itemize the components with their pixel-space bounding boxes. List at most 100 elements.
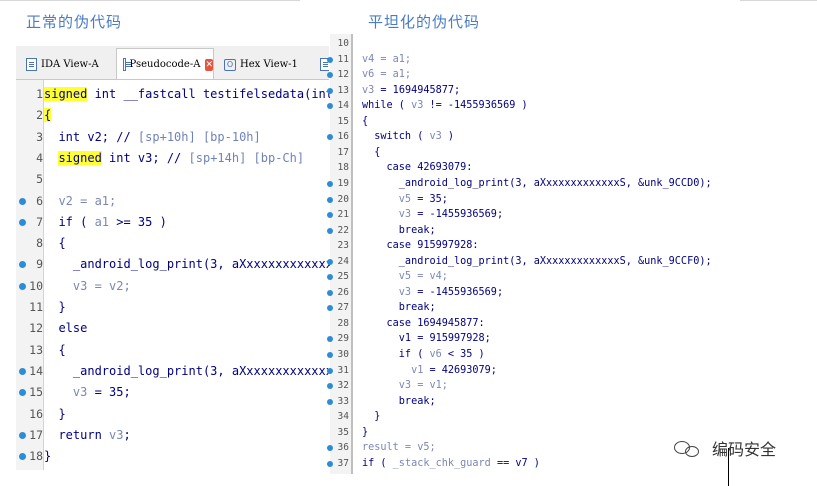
code-text: else bbox=[44, 318, 87, 339]
breakpoint-dot-icon[interactable] bbox=[327, 398, 333, 405]
code-token: >= 35 ) bbox=[109, 214, 167, 229]
line-number: 26 bbox=[337, 286, 349, 298]
breakpoint-dot-icon[interactable] bbox=[327, 352, 333, 358]
code-token: < 35 ) bbox=[441, 349, 485, 360]
code-token: case 915997928: bbox=[362, 240, 479, 252]
code-text: result = v5; bbox=[362, 440, 436, 456]
code-token: } bbox=[362, 411, 381, 423]
breakpoint-dot-icon[interactable] bbox=[327, 212, 333, 219]
breakpoint-dot-icon[interactable] bbox=[19, 453, 26, 461]
breakpoint-dot-icon[interactable] bbox=[19, 367, 26, 375]
code-token: signed bbox=[44, 87, 88, 101]
breakpoint-dot-icon[interactable] bbox=[327, 56, 333, 63]
code-token: v3 = v2; bbox=[44, 278, 131, 293]
breakpoint-dot-icon[interactable] bbox=[327, 460, 333, 467]
line-number: 18 bbox=[337, 162, 349, 174]
breakpoint-dot-icon[interactable] bbox=[19, 261, 26, 269]
code-text: v4 = a1; bbox=[362, 52, 411, 68]
code-token: { bbox=[44, 342, 66, 357]
code-text: v3 = -1455936569; bbox=[362, 207, 503, 223]
code-token bbox=[44, 151, 58, 165]
code-token: v3 = v1; bbox=[362, 380, 448, 392]
tab-pseudocode-a[interactable]: Pseudocode-A ✕ bbox=[116, 48, 214, 79]
code-text: signed int v3; // [sp+14h] [bp-Ch] bbox=[44, 148, 304, 169]
line-number: 3 bbox=[36, 129, 43, 144]
breakpoint-dot-icon[interactable] bbox=[19, 218, 26, 226]
breakpoint-dot-icon[interactable] bbox=[19, 282, 26, 290]
code-token: v2 = a1; bbox=[44, 193, 117, 208]
tab-label: Hex View-1 bbox=[240, 59, 298, 70]
breakpoint-dot-icon[interactable] bbox=[327, 289, 333, 296]
breakpoint-dot-icon[interactable] bbox=[327, 196, 333, 203]
code-token: break; bbox=[362, 395, 436, 407]
breakpoint-dot-icon[interactable] bbox=[327, 87, 333, 94]
left-pseudocode-view[interactable] bbox=[16, 80, 329, 470]
code-text: case 915997928: bbox=[362, 238, 479, 254]
code-token: v3 bbox=[44, 385, 88, 400]
code-token: { bbox=[362, 115, 369, 127]
ida-tab-bar: IDA View-A Pseudocode-A ✕ O Hex View-1 bbox=[16, 46, 329, 80]
line-number: 5 bbox=[36, 172, 43, 187]
code-token: v3 bbox=[411, 100, 424, 112]
breakpoint-dot-icon[interactable] bbox=[327, 72, 333, 79]
code-token: { bbox=[44, 108, 52, 123]
code-text: if ( _stack_chk_guard == v7 ) bbox=[362, 456, 540, 472]
breakpoint-dot-icon[interactable] bbox=[327, 383, 333, 390]
document-icon bbox=[123, 58, 130, 71]
breakpoint-dot-icon[interactable] bbox=[327, 258, 333, 265]
breakpoint-dot-icon[interactable] bbox=[327, 103, 333, 110]
code-text: if ( v6 < 35 ) bbox=[362, 347, 485, 363]
code-text: { bbox=[44, 105, 52, 126]
code-token: v1 = 915997928; bbox=[362, 333, 491, 345]
tab-overflow[interactable] bbox=[314, 50, 329, 79]
line-number: 34 bbox=[337, 411, 349, 423]
code-text: v3 = 1694945877; bbox=[362, 83, 460, 99]
code-token: v6 bbox=[429, 349, 442, 360]
code-token: v3 bbox=[109, 427, 124, 442]
document-icon bbox=[26, 58, 37, 71]
tab-ida-view-a[interactable]: IDA View-A bbox=[20, 50, 99, 79]
breakpoint-dot-icon[interactable] bbox=[19, 389, 26, 397]
code-token: { bbox=[362, 146, 381, 158]
breakpoint-dot-icon[interactable] bbox=[327, 305, 333, 312]
tab-hex-view-1[interactable]: O Hex View-1 bbox=[218, 50, 298, 79]
code-token: return bbox=[44, 427, 110, 442]
code-text: v1 = 42693079; bbox=[362, 363, 497, 379]
top-divider-left bbox=[0, 0, 300, 1]
code-token: = -1455936569; bbox=[411, 209, 504, 221]
code-token: v3 bbox=[429, 131, 442, 143]
breakpoint-dot-icon[interactable] bbox=[327, 367, 333, 374]
line-number: 28 bbox=[337, 317, 349, 329]
code-text: signed int __fastcall testifelsedata(int… bbox=[44, 84, 362, 105]
code-token: [sp+10h] [bp-10h] bbox=[137, 129, 261, 144]
code-token: v5 = v4; bbox=[362, 271, 448, 283]
code-token: case 42693079: bbox=[362, 162, 473, 174]
breakpoint-dot-icon[interactable] bbox=[327, 134, 333, 141]
breakpoint-dot-icon[interactable] bbox=[327, 180, 333, 187]
code-token: if ( bbox=[44, 214, 95, 229]
breakpoint-dot-icon[interactable] bbox=[327, 336, 333, 343]
code-token: case 1694945877: bbox=[362, 317, 485, 329]
breakpoint-dot-icon[interactable] bbox=[327, 227, 333, 234]
line-number: 21 bbox=[337, 209, 349, 221]
code-text: _android_log_print(3, aXxxxxxxxxxxxxS, &… bbox=[362, 176, 712, 192]
breakpoint-dot-icon[interactable] bbox=[19, 197, 26, 205]
line-number: 37 bbox=[337, 457, 349, 469]
code-token: v5 bbox=[362, 193, 412, 205]
code-text: } bbox=[44, 404, 65, 425]
line-number: 12 bbox=[29, 321, 43, 336]
breakpoint-dot-icon[interactable] bbox=[327, 274, 333, 281]
code-token: ; bbox=[123, 427, 131, 442]
code-text: v5 = 35; bbox=[362, 192, 448, 208]
code-text: v1 = 915997928; bbox=[362, 331, 491, 347]
close-icon[interactable]: ✕ bbox=[205, 58, 213, 71]
code-token: == v7 ) bbox=[490, 457, 540, 469]
breakpoint-dot-icon[interactable] bbox=[327, 445, 333, 452]
breakpoint-dot-icon[interactable] bbox=[19, 431, 26, 439]
top-divider-right bbox=[740, 0, 817, 1]
line-number: 33 bbox=[337, 395, 349, 407]
code-token: if ( bbox=[362, 349, 430, 360]
right-pseudocode-view[interactable] bbox=[352, 34, 792, 474]
line-number: 15 bbox=[337, 115, 349, 127]
line-number: 9 bbox=[36, 257, 43, 272]
